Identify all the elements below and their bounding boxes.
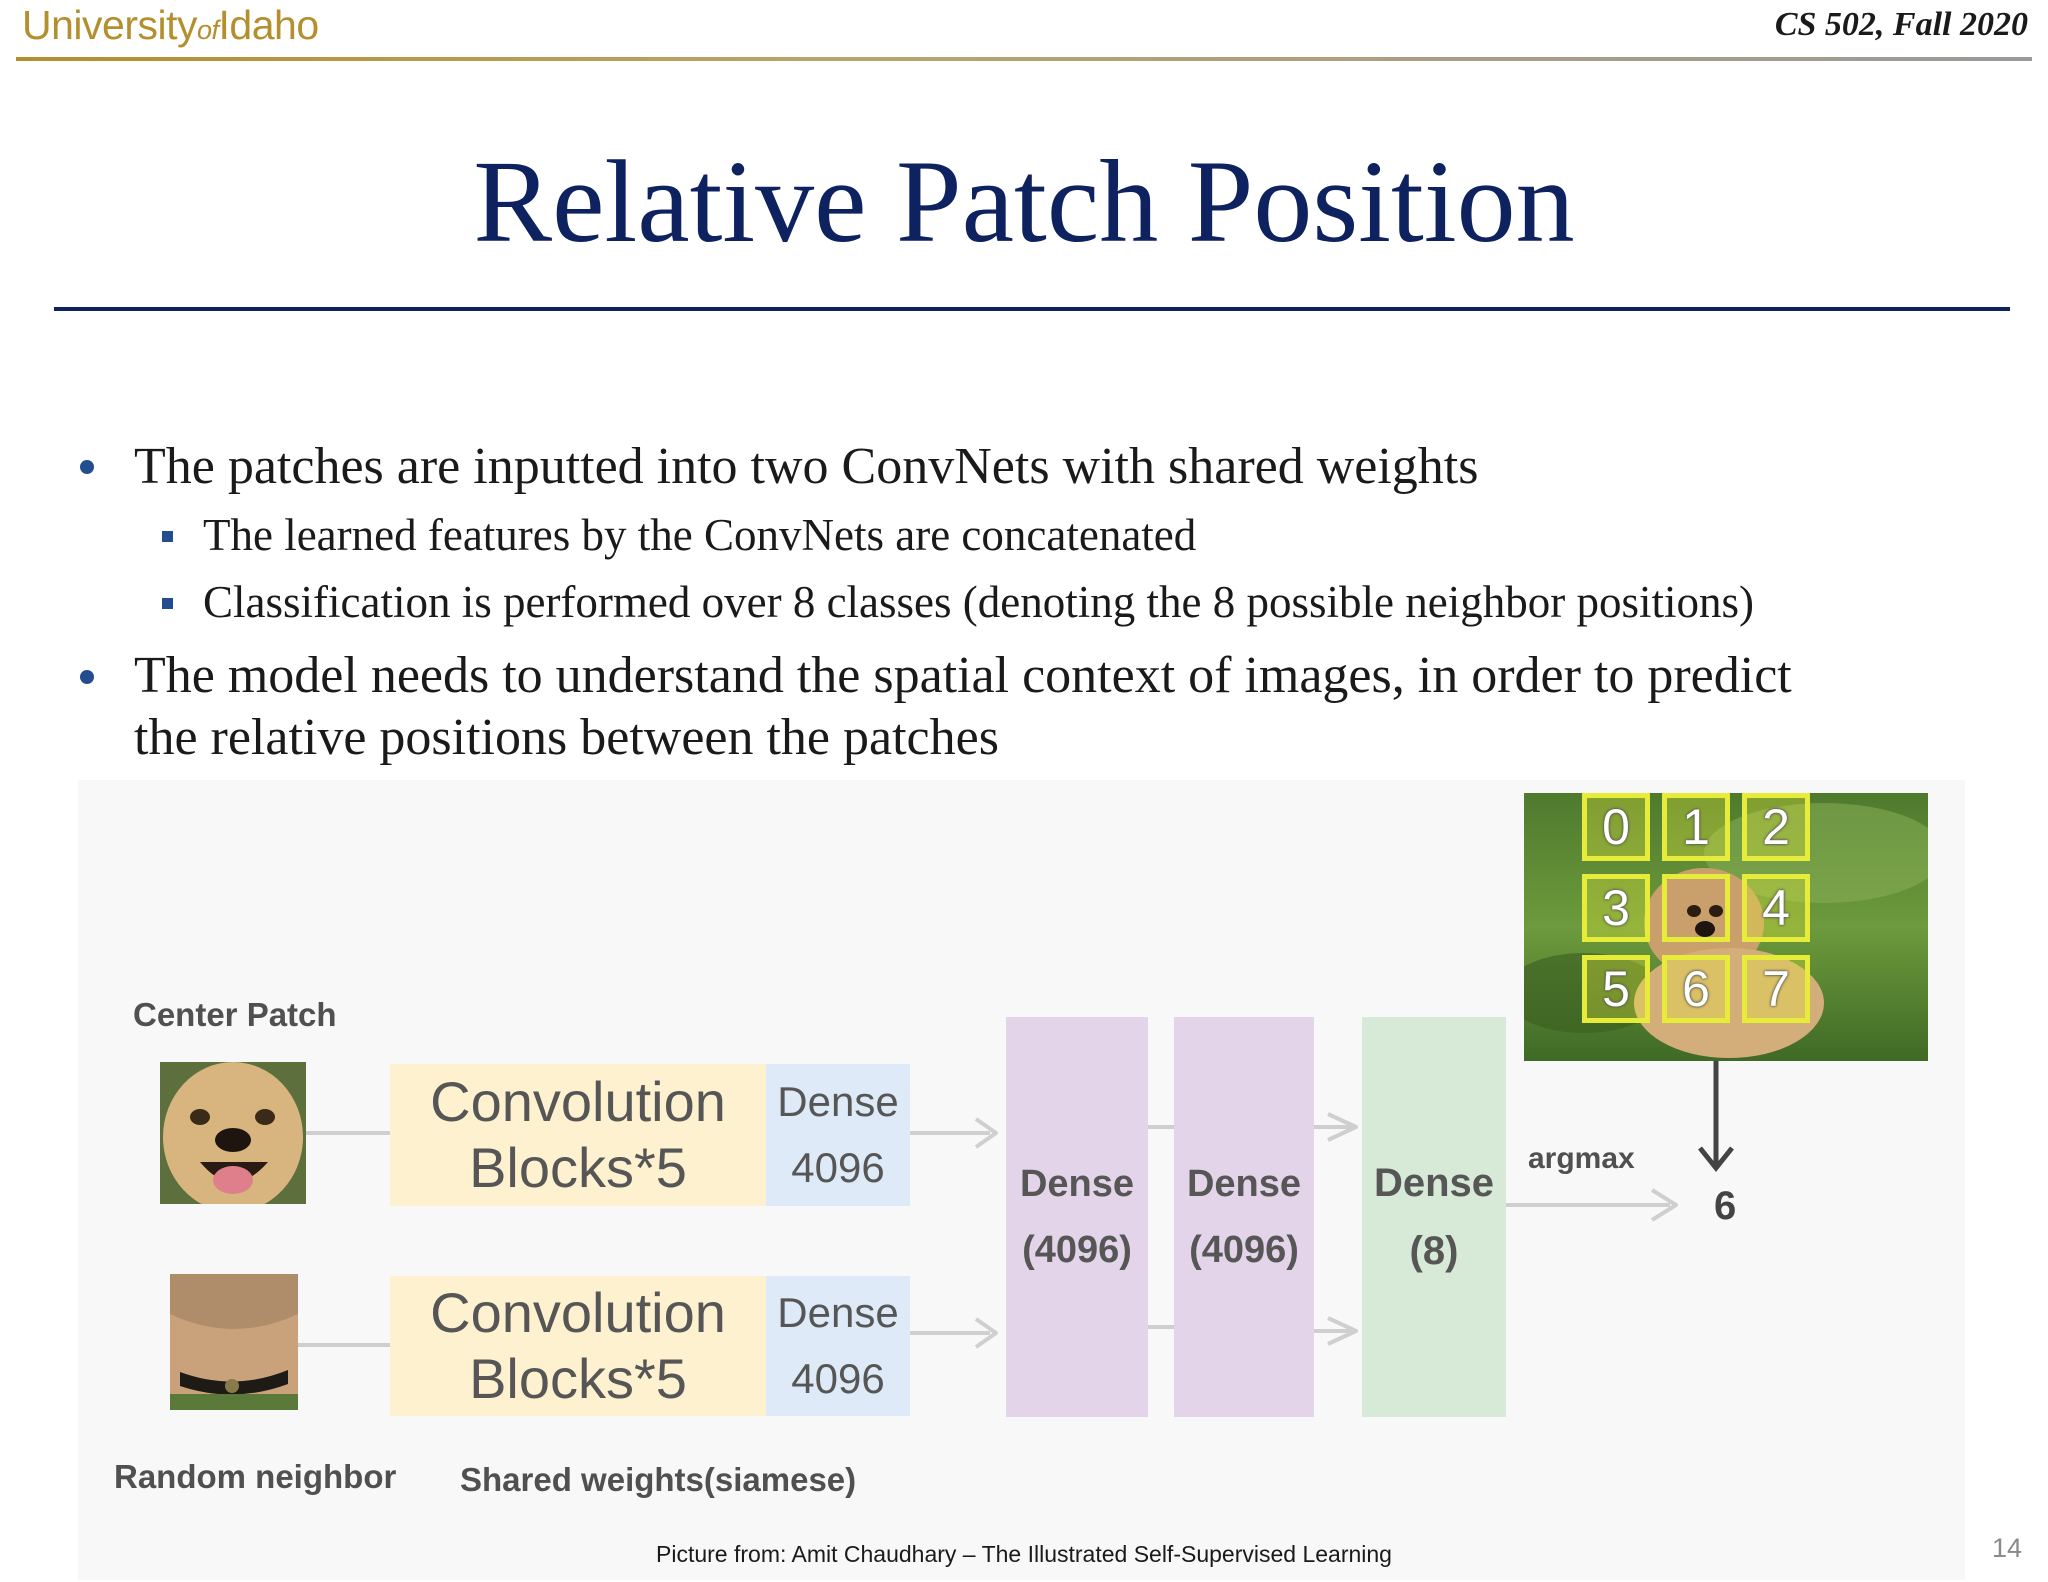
grid-cell-7: 7: [1742, 955, 1810, 1023]
grid-cell-5: 5: [1582, 955, 1650, 1023]
dense-layer-1: Dense (4096): [1006, 1017, 1148, 1417]
output-value: 6: [1714, 1184, 1737, 1228]
logo-of: of: [196, 15, 219, 45]
conv-bottom-line-1: Convolution: [430, 1281, 726, 1344]
shared-weights-label: Shared weights(siamese): [460, 1461, 857, 1498]
grid-cell-4: 4: [1742, 874, 1810, 942]
bullet-dot: [80, 670, 94, 684]
dense-layer-2: Dense (4096): [1174, 1017, 1314, 1417]
sub-bullet-marker: [162, 531, 173, 542]
university-logo: UniversityofIdaho: [22, 2, 319, 49]
dense-1-line-2: (4096): [1022, 1229, 1132, 1271]
grid-cell-6: 6: [1662, 955, 1730, 1023]
dense-top-line-2: 4096: [791, 1144, 885, 1191]
sub-bullet-marker: [162, 598, 173, 609]
grid-cell-center: [1662, 874, 1730, 942]
center-patch-label: Center Patch: [133, 996, 337, 1033]
bullet-1: The patches are inputted into two ConvNe…: [134, 438, 1479, 495]
dense-bottom-line-1: Dense: [777, 1289, 899, 1336]
conv-top-line-1: Convolution: [430, 1070, 726, 1133]
slide-title: Relative Patch Position: [473, 136, 1575, 267]
bullet-2-line-1: The model needs to understand the spatia…: [134, 647, 1792, 704]
dense-3-line-1: Dense: [1373, 1161, 1495, 1205]
center-patch-image: [160, 1062, 306, 1204]
conv-blocks-top: Convolution Blocks*5: [390, 1064, 766, 1206]
grid-cell-0: 0: [1582, 793, 1650, 861]
argmax-label: argmax: [1528, 1142, 1635, 1175]
grid-cell-3: 3: [1582, 874, 1650, 942]
conv-blocks-bottom: Convolution Blocks*5: [390, 1276, 766, 1416]
bullet-2-line-2: the relative positions between the patch…: [134, 709, 999, 766]
dense-4096-bottom: Dense 4096: [766, 1276, 910, 1416]
bullet-dot: [80, 460, 94, 474]
grid-cell-1: 1: [1662, 793, 1730, 861]
dense-2-line-2: (4096): [1189, 1229, 1299, 1271]
header-divider: [16, 57, 2032, 61]
sub-bullet-1: The learned features by the ConvNets are…: [203, 510, 1197, 560]
random-neighbor-image: [170, 1274, 298, 1410]
dense-3-line-2: (8): [1409, 1229, 1459, 1273]
dense-top-line-1: Dense: [777, 1078, 899, 1125]
conv-top-line-2: Blocks*5: [469, 1136, 687, 1199]
dense-2-line-1: Dense: [1186, 1163, 1302, 1205]
logo-idaho: Idaho: [218, 2, 320, 48]
picture-caption: Picture from: Amit Chaudhary – The Illus…: [656, 1541, 1392, 1567]
dense-bottom-line-2: 4096: [791, 1355, 885, 1402]
dense-1-line-1: Dense: [1019, 1163, 1135, 1205]
page-number: 14: [1991, 1533, 2022, 1563]
logo-university: University: [22, 2, 197, 48]
sub-bullet-2: Classification is performed over 8 class…: [203, 577, 1754, 627]
dense-4096-top: Dense 4096: [766, 1064, 910, 1206]
dense-layer-output: Dense (8): [1362, 1017, 1506, 1417]
grid-cell-2: 2: [1742, 793, 1810, 861]
random-neighbor-label: Random neighbor: [114, 1458, 397, 1495]
course-label: CS 502, Fall 2020: [1774, 6, 2028, 43]
title-underline: [54, 307, 2010, 311]
conv-bottom-line-2: Blocks*5: [469, 1347, 687, 1410]
